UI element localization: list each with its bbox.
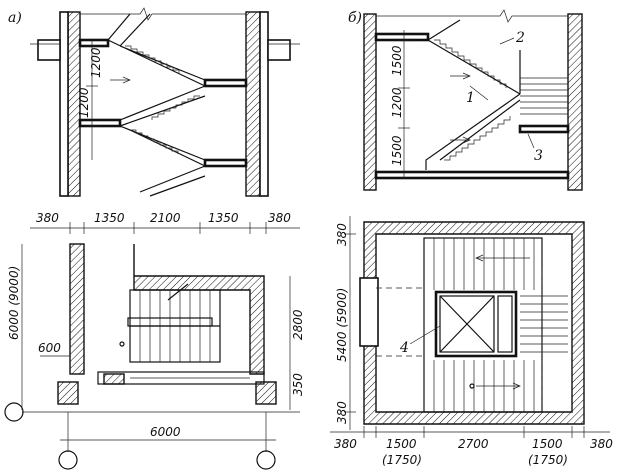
- steps-a3: [130, 129, 179, 154]
- dim-pa-350: 350: [291, 373, 305, 396]
- plan-a-col-left: [57, 381, 79, 405]
- plan-b-callout-4: 4: [399, 340, 409, 356]
- plan-a-right-wall: [133, 244, 265, 375]
- dim-b-2: 1200: [390, 87, 404, 118]
- plan-b-counterweight: [497, 295, 513, 353]
- plan-b-arrow-2: [476, 382, 521, 390]
- treads-b: [520, 77, 568, 115]
- left-wall-edge-a: [59, 11, 69, 197]
- plan-a-start-dot: [119, 341, 125, 347]
- dim-pa-top-4: 1350: [208, 211, 239, 225]
- steps-b1: [434, 39, 507, 88]
- landing-b2: [518, 124, 570, 134]
- dim-pa-left: 6000 (9000): [7, 266, 21, 340]
- dim-a-2: 1200: [77, 87, 91, 118]
- landing-b1: [374, 32, 430, 42]
- callout-line-1: [469, 85, 489, 101]
- plan-b-walls: [363, 221, 585, 425]
- dim-pb-left-1: 380: [335, 223, 349, 246]
- dim-pb-bottom-3: 2700: [458, 437, 489, 451]
- right-wall-b: [567, 13, 583, 191]
- plan-a-front: [97, 371, 265, 385]
- plan-b-start-dot: [469, 383, 475, 389]
- dim-pb-bottom-1: 380: [334, 437, 357, 451]
- dim-pa-top-1: 380: [36, 211, 59, 225]
- ext-left-a: [37, 39, 61, 61]
- arrow-b1: [450, 72, 471, 80]
- steps-b2: [444, 116, 511, 161]
- break-line-a: [80, 7, 246, 21]
- steps-a1: [125, 45, 180, 73]
- dim-pb-bottom-5: 380: [590, 437, 613, 451]
- dim-pb-left-3: 380: [335, 401, 349, 424]
- axis-bubble-left: [58, 450, 78, 470]
- callout-line-3: [527, 133, 535, 149]
- dim-pa-bottom: 6000: [150, 425, 181, 439]
- plan-b-shaft: [434, 290, 518, 358]
- plan-b: 4 380 5400 (5900) 380 380 1500 2700 1500…: [330, 216, 613, 467]
- section-a: а) 1200 1200 1200: [8, 7, 300, 197]
- plan-a-handrail: [127, 317, 213, 327]
- flight-b2: [425, 93, 521, 170]
- plan-b-callout-line: [409, 325, 441, 345]
- panel-label-b: б): [348, 10, 362, 26]
- steps-a2: [151, 95, 200, 120]
- plan-b-car-x2: [439, 295, 495, 353]
- flight-a4: [139, 165, 206, 197]
- plan-b-treads-right: [520, 295, 568, 353]
- flight-a0: [107, 13, 151, 47]
- dim-pb-sub-2: (1750): [528, 453, 568, 467]
- left-wall-b: [363, 13, 377, 191]
- right-wall-a: [245, 11, 261, 197]
- plan-a-door: [103, 373, 125, 385]
- flight-a2: [119, 85, 206, 127]
- arrow-a1: [110, 76, 131, 84]
- callout-1: 1: [466, 90, 475, 106]
- plan-a-treads-2: [139, 326, 211, 362]
- dim-pa-600: 600: [38, 341, 61, 355]
- dim-b-1: 1500: [390, 45, 404, 76]
- dim-pb-bottom-4: 1500: [532, 437, 563, 451]
- arrow-b2: [450, 136, 471, 144]
- callout-3: 3: [534, 148, 543, 164]
- axis-bubble-h: [4, 402, 24, 422]
- ext-right-a: [267, 39, 291, 61]
- dim-pb-bottom-2: 1500: [386, 437, 417, 451]
- panel-label-a: а): [8, 10, 22, 26]
- dim-pa-top-5: 380: [268, 211, 291, 225]
- flight-a3: [119, 125, 206, 167]
- dim-pa-top-2: 1350: [94, 211, 125, 225]
- plan-a: 380 1350 2100 1350 380 6000 (9000) 600 2…: [4, 211, 305, 470]
- plan-a-col-right: [255, 381, 277, 405]
- axis-bubble-right: [256, 450, 276, 470]
- plan-a-treads-1: [139, 290, 211, 326]
- plan-b-car: [439, 295, 495, 353]
- flight-a1: [107, 39, 206, 87]
- callout-line-2: [499, 37, 515, 45]
- landing-a4: [203, 158, 248, 168]
- dim-a-1: 1200: [89, 47, 103, 78]
- dim-pb-sub-1: (1750): [382, 453, 422, 467]
- landing-a2: [203, 78, 248, 88]
- plan-a-left-wall: [69, 243, 85, 375]
- floor-b: [374, 170, 570, 180]
- flight-b1: [427, 19, 521, 95]
- callout-2: 2: [515, 30, 525, 46]
- break-line-b: [376, 9, 568, 23]
- dim-pa-2800: 2800: [291, 309, 305, 340]
- plan-b-arrow-1: [475, 254, 530, 262]
- dim-pb-left-2: 5400 (5900): [335, 288, 349, 362]
- dim-pa-top-3: 2100: [150, 211, 181, 225]
- right-wall-edge-a: [259, 11, 269, 197]
- landing-a3: [78, 118, 122, 128]
- section-b: б) 1500 1200 1500 2 1 3: [348, 9, 583, 191]
- plan-a-arrow-diag: [167, 283, 189, 301]
- plan-b-opening: [359, 277, 379, 347]
- plan-b-treads-top: [433, 238, 535, 290]
- dim-b-3: 1500: [390, 135, 404, 166]
